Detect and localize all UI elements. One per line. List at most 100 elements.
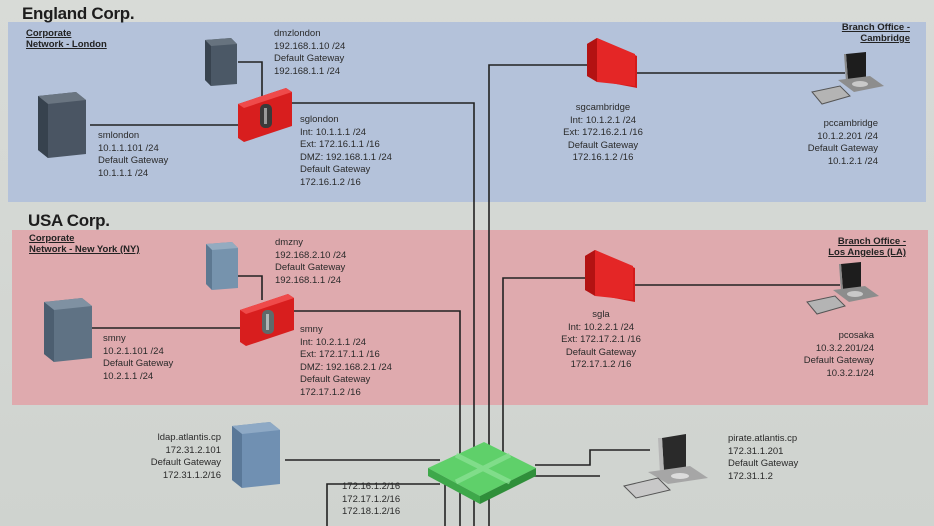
smny-info: smny 10.2.1.101 /24 Default Gateway 10.2… (103, 333, 173, 383)
switch-icon[interactable] (424, 440, 540, 506)
sgcambridge-info: sgcambridge Int: 10.1.2.1 /24 Ext: 172.1… (548, 102, 658, 165)
info-line: 172.31.1.2 (728, 470, 773, 482)
info-line: sgla (592, 309, 610, 320)
switch-info: 172.16.1.2/16 172.17.1.2/16 172.18.1.2/1… (342, 481, 400, 519)
info-line: smny (300, 324, 323, 335)
server-icon[interactable] (197, 36, 239, 88)
usa-hq-label: Corporate Network - New York (NY) (29, 233, 140, 255)
info-line: Ext: 172.16.1.1 /16 (300, 139, 380, 150)
la-branch-label: Branch Office - Los Angeles (LA) (828, 236, 906, 258)
info-line: 172.16.1.2 /16 (300, 176, 361, 188)
info-line: 192.168.2.10 /24 (275, 249, 347, 261)
workstation-icon[interactable] (805, 262, 885, 320)
info-line: 172.17.1.2 /16 (300, 386, 361, 398)
sgny-info: smny Int: 10.2.1.1 /24 Ext: 172.17.1.1 /… (300, 324, 392, 399)
info-line: Default Gateway (300, 374, 371, 385)
england-corp-title: England Corp. (22, 4, 135, 23)
info-line: Default Gateway (103, 358, 174, 369)
pcosaka-info: pcosaka 10.3.2.201/24 Default Gateway 10… (804, 330, 874, 380)
info-line: 192.168.1.1 /24 (275, 274, 342, 286)
workstation-icon[interactable] (810, 52, 890, 110)
label-line: Corporate (29, 233, 75, 244)
info-line: 10.1.1.101 /24 (98, 142, 159, 154)
info-line: Default Gateway (728, 458, 799, 469)
wire-sgcambridge-switch (488, 64, 590, 470)
info-line: 10.3.2.1/24 (826, 367, 874, 379)
server-icon[interactable] (38, 294, 96, 364)
pccambridge-info: pccambridge 10.1.2.201 /24 Default Gatew… (808, 118, 878, 168)
info-line: Default Gateway (803, 355, 874, 366)
info-line: 10.2.1.1 /24 (103, 370, 154, 382)
label-line: Cambridge (860, 33, 910, 44)
wire-dmzny-sgny (238, 275, 263, 300)
info-line: Default Gateway (300, 164, 371, 175)
smlondon-info: smlondon 10.1.1.101 /24 Default Gateway … (98, 130, 168, 180)
usa-corp-title: USA Corp. (28, 211, 110, 230)
sglondon-info: sglondon Int: 10.1.1.1 /24 Ext: 172.16.1… (300, 114, 392, 189)
info-line: 172.31.1.201 (728, 445, 784, 457)
info-line: Int: 10.2.1.1 /24 (300, 336, 367, 348)
info-line: 10.1.2.1 /24 (827, 155, 878, 167)
label-line: Corporate (26, 28, 72, 39)
info-line: DMZ: 192.168.2.1 /24 (300, 361, 392, 373)
info-line: 172.31.2.101 (165, 444, 221, 456)
pirate-info: pirate.atlantis.cp 172.31.1.201 Default … (728, 433, 798, 483)
info-line: Ext: 172.17.2.1 /16 (561, 334, 641, 345)
info-line: Int: 10.1.2.1 /24 (569, 114, 637, 126)
info-line: 10.2.1.101 /24 (103, 345, 164, 357)
info-line: Int: 10.1.1.1 /24 (300, 126, 367, 138)
label-line: Network - New York (NY) (29, 244, 140, 255)
info-line: Default Gateway (567, 139, 639, 151)
info-line: 10.3.2.201/24 (815, 342, 874, 354)
info-line: dmzny (275, 237, 303, 248)
info-line: Int: 10.2.2.1 /24 (567, 321, 635, 333)
wire-switch-pirate (535, 449, 650, 466)
info-line: 10.1.1.1 /24 (98, 167, 149, 179)
wire-sgla-switch (502, 277, 590, 470)
workstation-icon[interactable] (618, 432, 708, 502)
england-hq-label: Corporate Network - London (26, 28, 107, 50)
info-line: Default Gateway (98, 155, 169, 166)
firewall-icon[interactable] (583, 250, 639, 306)
server-icon[interactable] (226, 418, 286, 490)
info-line: DMZ: 192.168.1.1 /24 (300, 151, 392, 163)
info-line: Default Gateway (274, 53, 345, 64)
info-line: 172.17.1.2/16 (342, 493, 401, 505)
label-line: Branch Office - (841, 22, 910, 33)
wire-sglondon-switch (292, 102, 475, 470)
firewall-icon[interactable] (585, 38, 641, 90)
wire-sgny-switch (292, 310, 461, 470)
info-line: Default Gateway (275, 262, 346, 273)
info-line: Default Gateway (565, 346, 637, 358)
info-line: 172.31.1.2/16 (162, 469, 221, 481)
usa-zone (12, 230, 928, 405)
info-line: Default Gateway (807, 143, 878, 154)
wire-dmzlondon-sglondon (238, 61, 263, 96)
info-line: pccambridge (823, 118, 878, 129)
info-line: 10.1.2.201 /24 (817, 130, 878, 142)
info-line: 192.168.1.10 /24 (274, 40, 346, 52)
info-line: 192.168.1.1 /24 (274, 65, 341, 77)
info-line: Default Gateway (150, 457, 221, 468)
ldap-info: ldap.atlantis.cp 172.31.2.101 Default Ga… (151, 432, 221, 482)
label-line: Network - London (26, 39, 107, 50)
firewall-icon[interactable] (236, 292, 298, 350)
info-line: 172.17.1.2 /16 (570, 359, 632, 370)
server-icon[interactable] (32, 88, 92, 160)
sgla-info: sgla Int: 10.2.2.1 /24 Ext: 172.17.2.1 /… (546, 309, 656, 372)
info-line: sglondon (300, 114, 339, 125)
info-line: pcosaka (838, 330, 874, 341)
info-line: 172.16.1.2/16 (342, 481, 401, 492)
info-line: dmzlondon (274, 28, 321, 39)
info-line: Ext: 172.16.2.1 /16 (563, 127, 643, 138)
info-line: Ext: 172.17.1.1 /16 (300, 349, 380, 360)
wire-switch-bracket (326, 483, 440, 526)
server-icon[interactable] (198, 240, 240, 292)
firewall-icon[interactable] (234, 86, 296, 146)
info-line: smlondon (98, 130, 140, 141)
info-line: 172.18.1.2/16 (342, 506, 401, 517)
dmzlondon-info: dmzlondon 192.168.1.10 /24 Default Gatew… (274, 28, 345, 78)
label-line: Branch Office - (837, 236, 906, 247)
